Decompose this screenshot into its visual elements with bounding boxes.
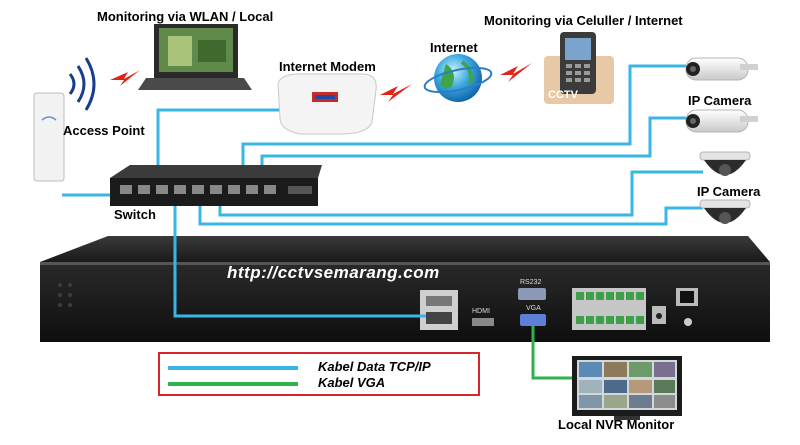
website-url: http://cctvsemarang.com — [227, 263, 440, 282]
access-point-device — [33, 92, 65, 182]
port-label-hdmi: HDMI — [472, 308, 490, 315]
legend-swatch-data — [168, 366, 298, 370]
legend-label-vga: Kabel VGA — [318, 375, 386, 390]
wifi-signal-icon — [68, 57, 96, 111]
label-internet: Internet — [430, 40, 478, 55]
cable-nvr-switch — [173, 200, 426, 318]
legend-item-vga: Kabel VGA — [168, 375, 468, 393]
wireless-bolt-icon — [380, 84, 412, 102]
legend-box: Kabel Data TCP/IP Kabel VGA — [158, 352, 480, 396]
wireless-bolt-icon — [110, 70, 140, 86]
port-label-vga: VGA — [526, 305, 541, 312]
bullet-camera-1 — [685, 57, 758, 81]
label-monitoring-wlan: Monitoring via WLAN / Local — [97, 9, 274, 24]
legend-swatch-vga — [168, 382, 298, 386]
dome-camera-2 — [699, 199, 751, 224]
cable-camera-1 — [241, 64, 686, 183]
network-switch — [110, 165, 322, 206]
label-ip-camera-2: IP Camera — [697, 184, 761, 199]
port-label-rs232: RS232 — [520, 279, 542, 286]
label-local-monitor: Local NVR Monitor — [558, 417, 675, 432]
modem-device — [277, 73, 377, 135]
cable-vga — [531, 326, 572, 380]
laptop-icon — [138, 24, 252, 90]
legend-item-data: Kabel Data TCP/IP — [168, 359, 468, 377]
label-ip-camera-1: IP Camera — [688, 93, 752, 108]
phone-screen-text: CCTV — [548, 89, 578, 101]
cable-camera-3 — [218, 170, 703, 217]
nvr-recorder — [40, 236, 770, 342]
nvr-monitor — [572, 356, 682, 420]
legend-label-data: Kabel Data TCP/IP — [318, 359, 431, 374]
phone-icon — [544, 32, 614, 104]
label-internet-modem: Internet Modem — [279, 59, 376, 74]
label-monitoring-cellular: Monitoring via Celuller / Internet — [484, 13, 683, 28]
internet-globe-icon — [423, 54, 493, 102]
dome-camera-1 — [699, 151, 751, 176]
label-access-point: Access Point — [63, 123, 145, 138]
cable-camera-4 — [198, 202, 703, 226]
label-switch: Switch — [114, 207, 156, 222]
cable-modem-switch — [156, 108, 282, 183]
wireless-bolt-icon — [500, 63, 532, 82]
bullet-camera-2 — [685, 109, 758, 133]
